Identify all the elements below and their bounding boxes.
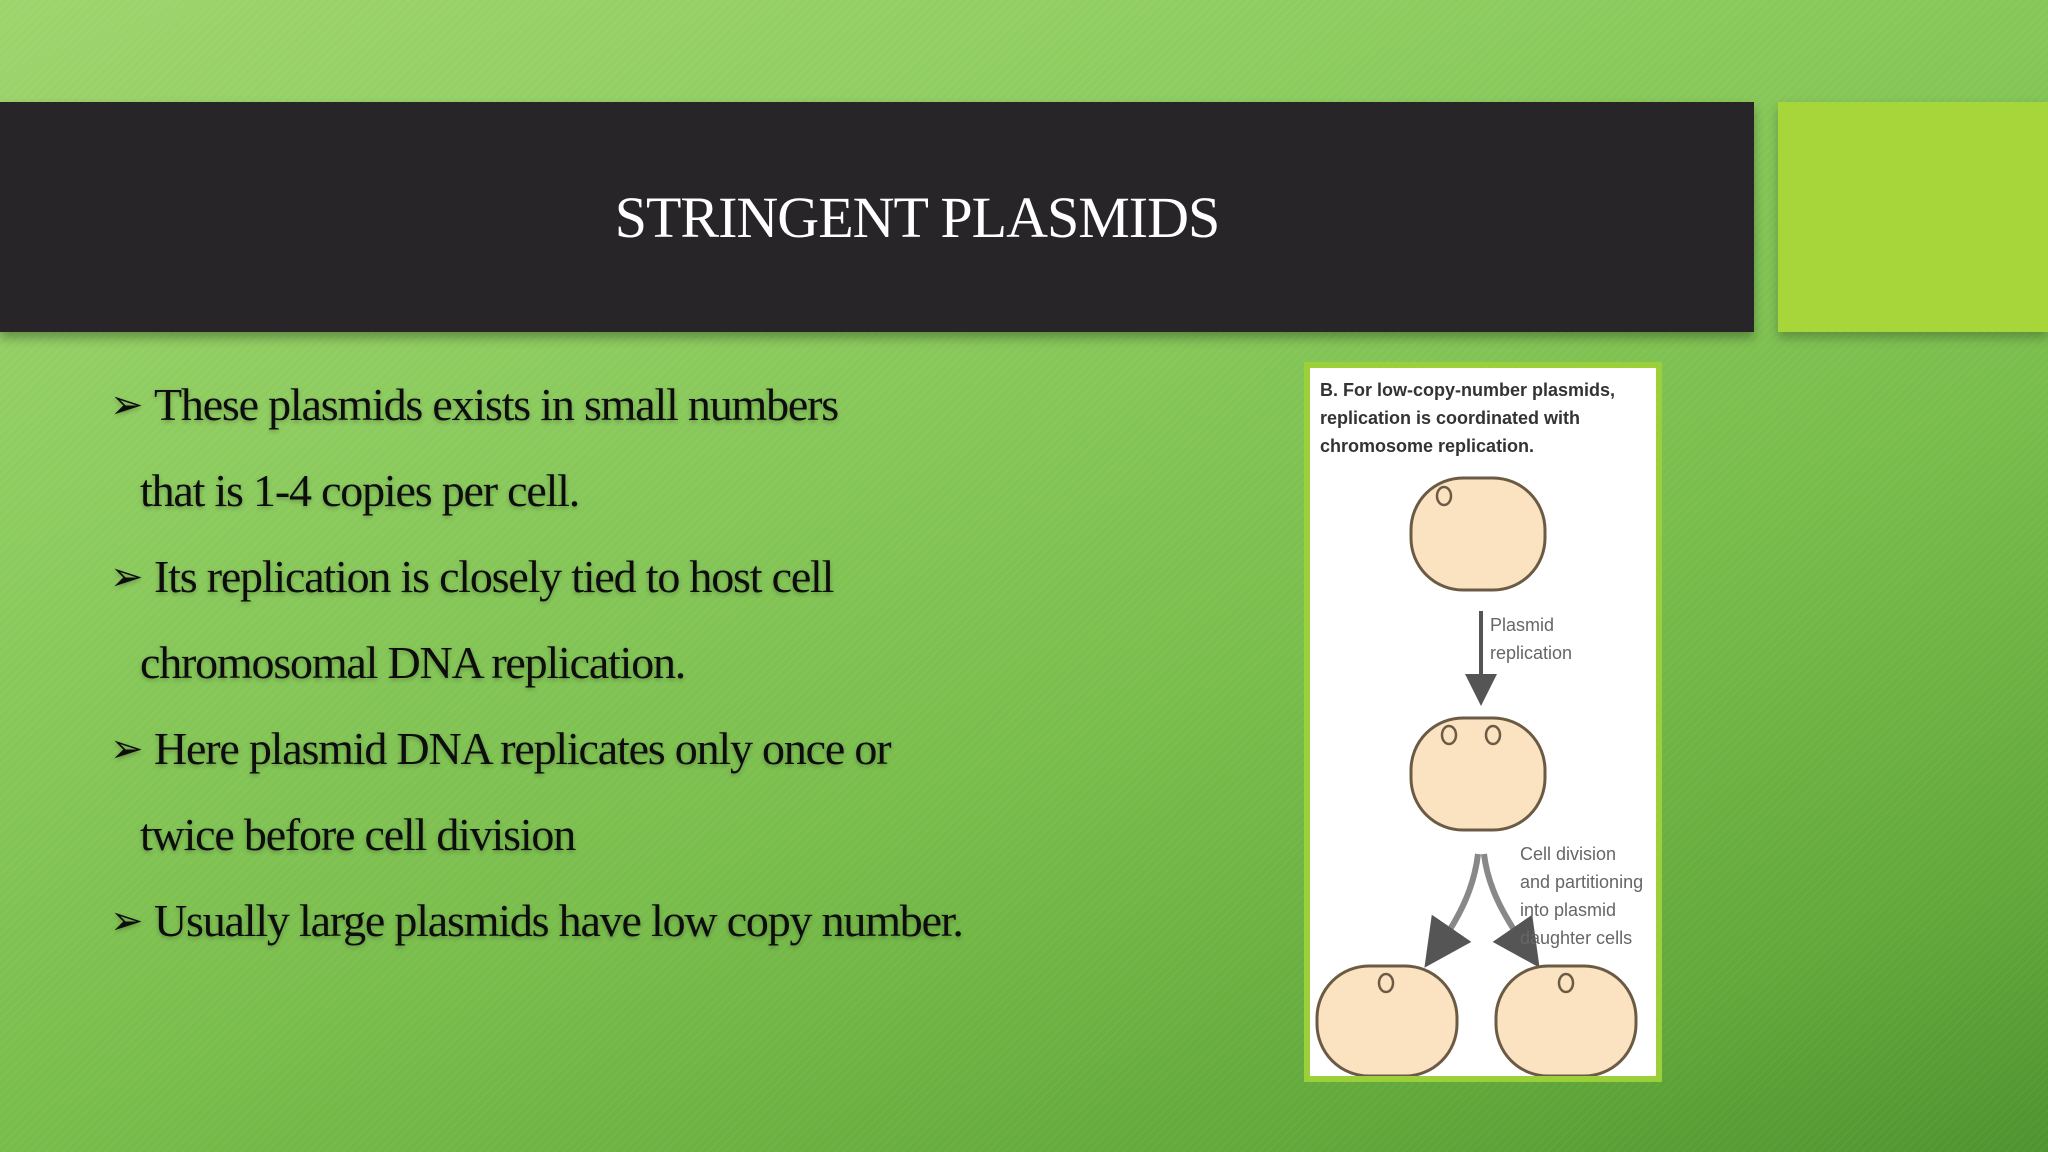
bullet-item: ➢Here plasmid DNA replicates only once o… [110, 706, 1260, 878]
label-line: into plasmid [1520, 900, 1617, 920]
bullet-text: Its replication is closely tied to host … [154, 551, 834, 602]
bullet-text: that is 1-4 copies per cell. [140, 465, 580, 516]
bullet-list: ➢These plasmids exists in small numbers … [110, 362, 1260, 964]
daughter-cell-right [1494, 964, 1638, 1076]
bullet-text: chromosomal DNA replication. [140, 637, 686, 688]
label-line: daughter cells [1520, 928, 1633, 948]
label-line: and partitioning [1520, 872, 1644, 892]
plasmid-icon [1557, 972, 1575, 994]
label-line: Plasmid [1490, 615, 1555, 635]
bullet-text: twice before cell division [140, 809, 576, 860]
cell-two-plasmids [1409, 716, 1547, 832]
plasmid-replication-label: Plasmid replication [1490, 611, 1572, 667]
plasmid-icon [1440, 724, 1458, 746]
arrowhead-bullet-icon: ➢ [110, 382, 144, 428]
split-arrow-left-icon [1424, 853, 1481, 968]
slide-title: STRINGENT PLASMIDS [614, 184, 1221, 250]
bullet-item: ➢Usually large plasmids have low copy nu… [110, 878, 1260, 964]
plasmid-icon [1484, 724, 1502, 746]
bullet-text: Here plasmid DNA replicates only once or [154, 723, 892, 774]
bullet-text: These plasmids exists in small numbers [154, 379, 839, 430]
plasmid-icon [1435, 485, 1453, 507]
plasmid-replication-figure: B. For low-copy-number plasmids, replica… [1304, 362, 1662, 1082]
caption-line: chromosome replication. [1320, 436, 1535, 456]
label-line: replication [1490, 643, 1573, 663]
cell-division-label: Cell division and partitioning into plas… [1520, 840, 1643, 952]
title-bar: STRINGENT PLASMIDS [0, 102, 1754, 332]
plasmid-icon [1377, 972, 1395, 994]
caption-line: B. For low-copy-number plasmids, [1320, 380, 1616, 400]
daughter-cell-left [1315, 964, 1459, 1076]
caption-line: replication is coordinated with [1320, 408, 1581, 428]
bullet-item: ➢Its replication is closely tied to host… [110, 534, 1260, 706]
arrowhead-bullet-icon: ➢ [110, 898, 144, 944]
bullet-item: ➢These plasmids exists in small numbers … [110, 362, 1260, 534]
split-arrow-right-icon [1481, 853, 1540, 968]
bullet-text: Usually large plasmids have low copy num… [154, 895, 964, 946]
figure-caption: B. For low-copy-number plasmids, replica… [1320, 376, 1650, 460]
cell-single-plasmid [1409, 476, 1547, 592]
accent-square [1778, 102, 2048, 332]
label-line: Cell division [1520, 844, 1617, 864]
replication-diagram [1315, 476, 1638, 1076]
arrowhead-bullet-icon: ➢ [110, 726, 144, 772]
arrowhead-bullet-icon: ➢ [110, 554, 144, 600]
